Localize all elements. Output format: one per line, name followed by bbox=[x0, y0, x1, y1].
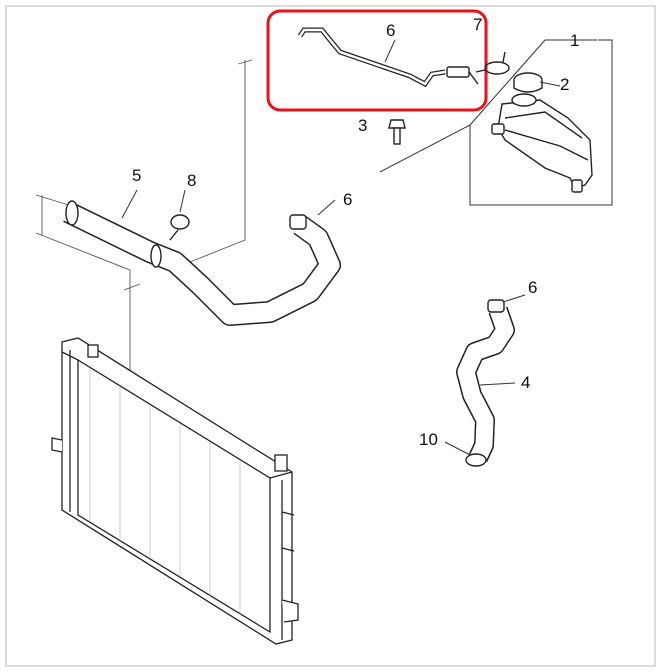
callout-2: 2 bbox=[560, 75, 570, 94]
callout-6-upper: 6 bbox=[343, 190, 353, 209]
callout-5: 5 bbox=[132, 166, 142, 185]
bolt bbox=[388, 119, 406, 145]
diagram-border bbox=[5, 5, 656, 667]
hose-clamp bbox=[465, 299, 505, 467]
radiator bbox=[51, 337, 299, 645]
spring-clamp bbox=[169, 214, 190, 241]
lower-radiator-hose bbox=[456, 306, 515, 463]
hose-clamp bbox=[65, 200, 307, 268]
callout-9: 8 bbox=[187, 171, 197, 190]
expansion-tank bbox=[491, 93, 593, 193]
callout-3: 3 bbox=[358, 116, 368, 135]
tank-inset-box bbox=[469, 39, 613, 206]
bleed-hose bbox=[297, 27, 479, 88]
hose-clip bbox=[475, 51, 510, 75]
tank-cap bbox=[513, 72, 543, 93]
callout-1: 1 bbox=[570, 31, 580, 50]
callout-6-lower: 6 bbox=[528, 278, 538, 297]
leader-lines bbox=[121, 39, 526, 456]
callout-7: 6 bbox=[386, 21, 396, 40]
callout-8: 7 bbox=[473, 15, 483, 34]
construction-lines bbox=[35, 59, 253, 371]
callout-4: 4 bbox=[521, 373, 531, 392]
highlight-box bbox=[266, 9, 488, 112]
callout-10: 10 bbox=[419, 430, 438, 449]
radiator-core bbox=[89, 368, 241, 614]
upper-radiator-hose bbox=[63, 202, 341, 326]
